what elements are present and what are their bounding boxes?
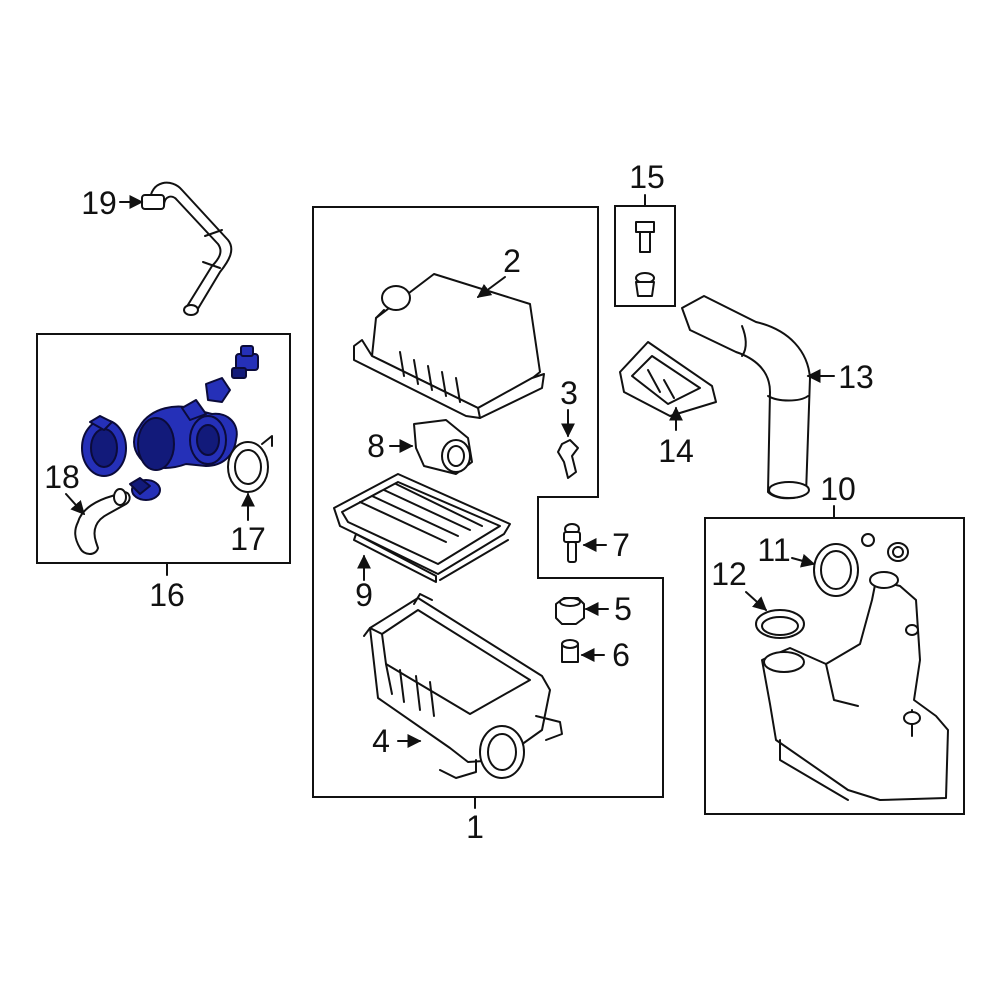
- seal-part-12: [755, 609, 805, 639]
- callout-12: 12: [711, 556, 747, 592]
- callout-18: 18: [44, 459, 80, 495]
- clamp-part-11: [813, 543, 859, 597]
- gasket-part-17: [227, 435, 273, 493]
- air-cleaner-cover-part-2: [353, 273, 545, 419]
- callout-11: 11: [757, 532, 790, 568]
- callout-13: 13: [838, 359, 874, 395]
- group-box-16: [36, 333, 291, 564]
- cap-fittings: [861, 533, 909, 562]
- callout-6: 6: [612, 637, 630, 673]
- hose-part-18: [74, 488, 131, 555]
- resonator-part-10: [761, 571, 949, 801]
- callout-15: 15: [629, 159, 665, 195]
- grommet-part-5: [555, 597, 585, 625]
- callout-numbers: 1 2 3 4 5 6 7 8 9 10 11 12 13 14 15 16 1…: [44, 159, 874, 845]
- throttle-body-part-16: [81, 345, 259, 501]
- callout-9: 9: [355, 577, 373, 613]
- air-cleaner-body-part-4: [363, 593, 563, 779]
- callout-8: 8: [367, 428, 385, 464]
- bolt-nut-part-15: [635, 221, 655, 297]
- breather-hose-part-19: [141, 181, 233, 316]
- bushing-part-6: [561, 639, 579, 663]
- callout-14: 14: [658, 433, 694, 469]
- callout-17: 17: [230, 521, 266, 557]
- callout-19: 19: [81, 185, 117, 221]
- air-filter-part-9: [333, 473, 511, 583]
- clip-part-3: [557, 439, 579, 479]
- callout-2: 2: [503, 243, 521, 279]
- intake-duct-part-13: [681, 295, 811, 500]
- callout-7: 7: [612, 527, 630, 563]
- callout-1: 1: [466, 809, 484, 845]
- air-flow-sensor-part-8: [413, 419, 473, 475]
- callout-4: 4: [372, 723, 390, 759]
- bracket-part-14: [619, 341, 717, 417]
- callout-3: 3: [560, 375, 578, 411]
- callout-16: 16: [149, 577, 185, 613]
- callout-5: 5: [614, 591, 632, 627]
- group-box-1: [312, 206, 664, 798]
- bolt-part-7: [563, 523, 581, 563]
- leader-lines: [65, 195, 835, 748]
- callout-10: 10: [820, 471, 856, 507]
